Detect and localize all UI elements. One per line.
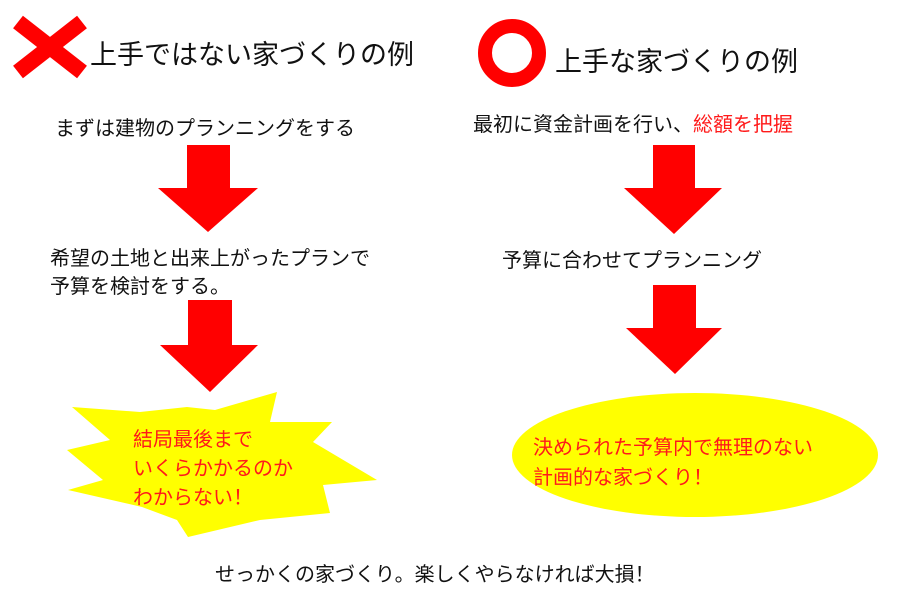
arrow-down-icon [158, 145, 258, 232]
good-step-1-highlight: 総額を把握 [693, 112, 793, 136]
cross-icon [13, 15, 87, 79]
circle-icon [478, 19, 546, 87]
good-result-line: 計画的な家づくり！ [533, 465, 713, 489]
arrow-down-icon [624, 145, 722, 234]
bad-step-2: 希望の土地と出来上がったプランで 予算を検討をする。 [50, 244, 370, 300]
bad-step-2-line: 予算を検討をする。 [50, 274, 230, 298]
bad-step-1: まずは建物のプランニングをする [55, 116, 355, 140]
good-result-line: 決められた予算内で無理のない [533, 435, 813, 459]
bad-result: 結局最後まで いくらかかるのか わからない！ [133, 425, 293, 512]
good-example-title: 上手な家づくりの例 [555, 47, 798, 78]
result-ellipse [512, 393, 878, 517]
good-step-2: 予算に合わせてプランニング [502, 248, 762, 272]
footer-message: せっかくの家づくり。楽しくやらなければ大損！ [215, 562, 655, 586]
good-result: 決められた予算内で無理のない 計画的な家づくり！ [533, 432, 813, 492]
starburst-shape [67, 392, 377, 537]
bad-result-line: 結局最後まで [133, 427, 253, 451]
arrow-down-icon [160, 300, 258, 392]
bad-result-line: わからない！ [133, 485, 253, 509]
arrow-down-icon [626, 285, 722, 374]
bad-step-2-line: 希望の土地と出来上がったプランで [50, 246, 370, 270]
good-step-1: 最初に資金計画を行い、総額を把握 [473, 110, 793, 138]
bad-result-line: いくらかかるのか [133, 456, 293, 480]
bad-example-title: 上手ではない家づくりの例 [90, 40, 414, 71]
good-step-1-text: 最初に資金計画を行い、 [473, 112, 693, 136]
